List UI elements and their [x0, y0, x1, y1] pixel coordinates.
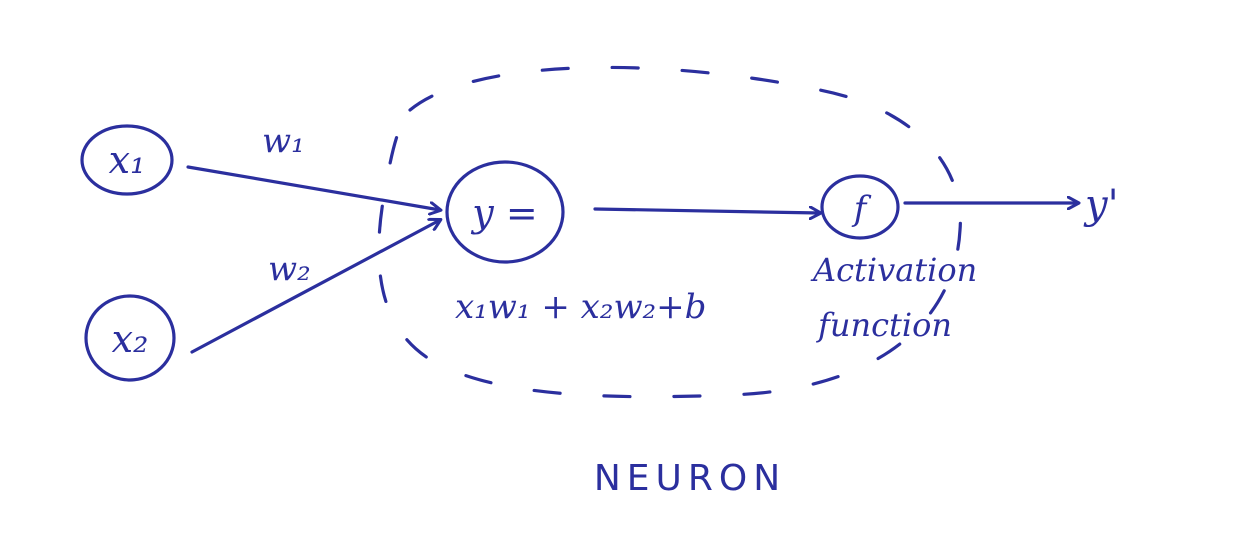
edge-x2-to-y: [190, 220, 440, 354]
neuron-caption: NEURON: [594, 458, 786, 499]
activation-label-line2: function: [816, 306, 952, 344]
activation-node: f: [820, 174, 900, 240]
weight-w1-label: w₁: [262, 121, 305, 161]
input-node-x2: x₂: [84, 294, 176, 382]
neuron-boundary: [377, 65, 962, 399]
summation-node: y =: [445, 160, 565, 264]
input-node-x1-label: x₁: [109, 138, 146, 182]
edge-y-to-f: [593, 209, 820, 213]
output-label: y': [1083, 182, 1119, 228]
summation-node-label: y =: [470, 191, 537, 235]
edge-x1-to-y: [186, 165, 440, 210]
weight-w2-label: w₂: [268, 249, 311, 289]
summation-formula: x₁w₁ + x₂w₂+b: [455, 287, 706, 327]
input-node-x1: x₁: [80, 124, 174, 196]
activation-node-label: f: [851, 189, 872, 229]
activation-label-line1: Activation: [810, 251, 977, 289]
input-node-x2-label: x₂: [112, 317, 149, 361]
